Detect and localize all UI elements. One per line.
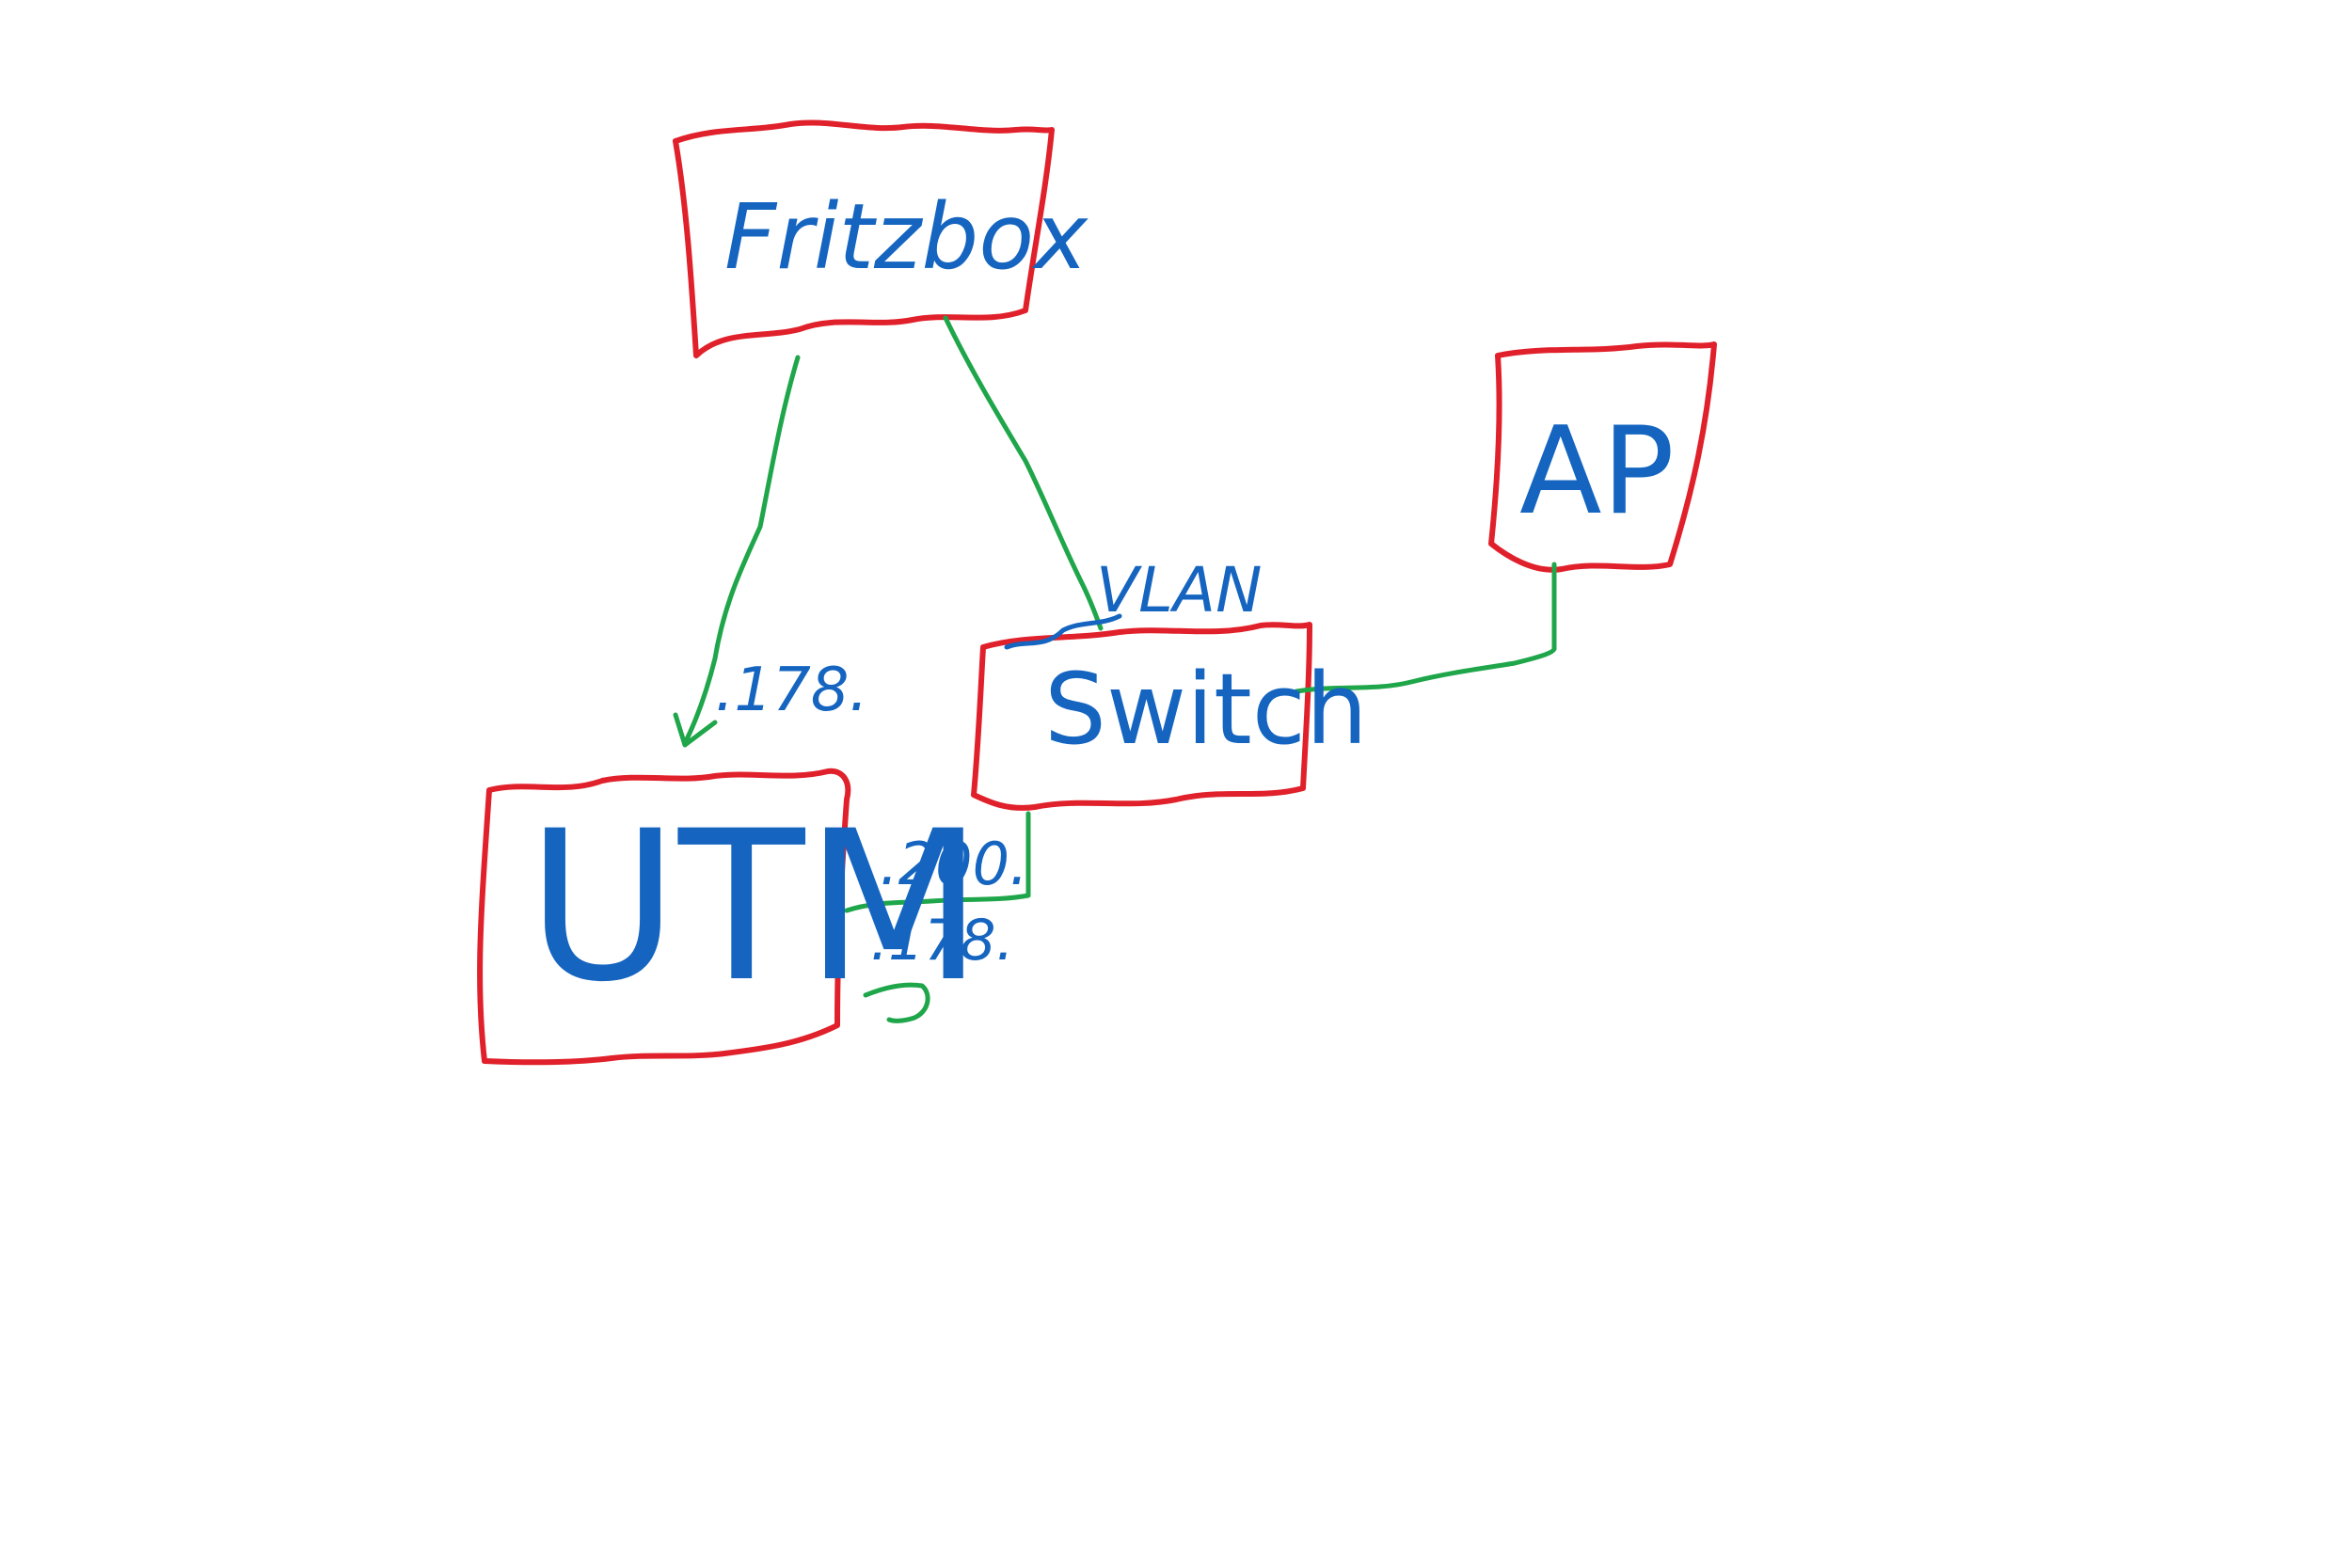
ap-label: AP bbox=[1519, 402, 1675, 542]
vlan-squiggle bbox=[1004, 613, 1122, 650]
switch-label: Switch bbox=[1044, 652, 1368, 767]
link-fritzbox-utm bbox=[682, 355, 801, 746]
utm-box bbox=[477, 768, 851, 1066]
link-fritzbox-switch bbox=[943, 315, 1104, 631]
vlan-label: VLAN bbox=[1096, 554, 1262, 626]
utm-switch-subnet-upper-label: .200. bbox=[880, 830, 1028, 898]
ap-box bbox=[1488, 341, 1717, 573]
link-utm-switch bbox=[844, 811, 1031, 913]
link-fritzbox-utm-arrowhead bbox=[673, 712, 718, 748]
arrow-right bbox=[863, 982, 930, 1023]
fritz-utm-subnet-label: .178. bbox=[715, 656, 868, 725]
utm-switch-subnet-lower-label: .178. bbox=[870, 908, 1014, 974]
utm-label: UTM bbox=[527, 786, 983, 1027]
fritzbox-box bbox=[673, 119, 1055, 358]
switch-box bbox=[971, 622, 1312, 811]
fritzbox-label: Fritzbox bbox=[724, 184, 1089, 290]
link-switch-ap bbox=[1294, 562, 1557, 694]
